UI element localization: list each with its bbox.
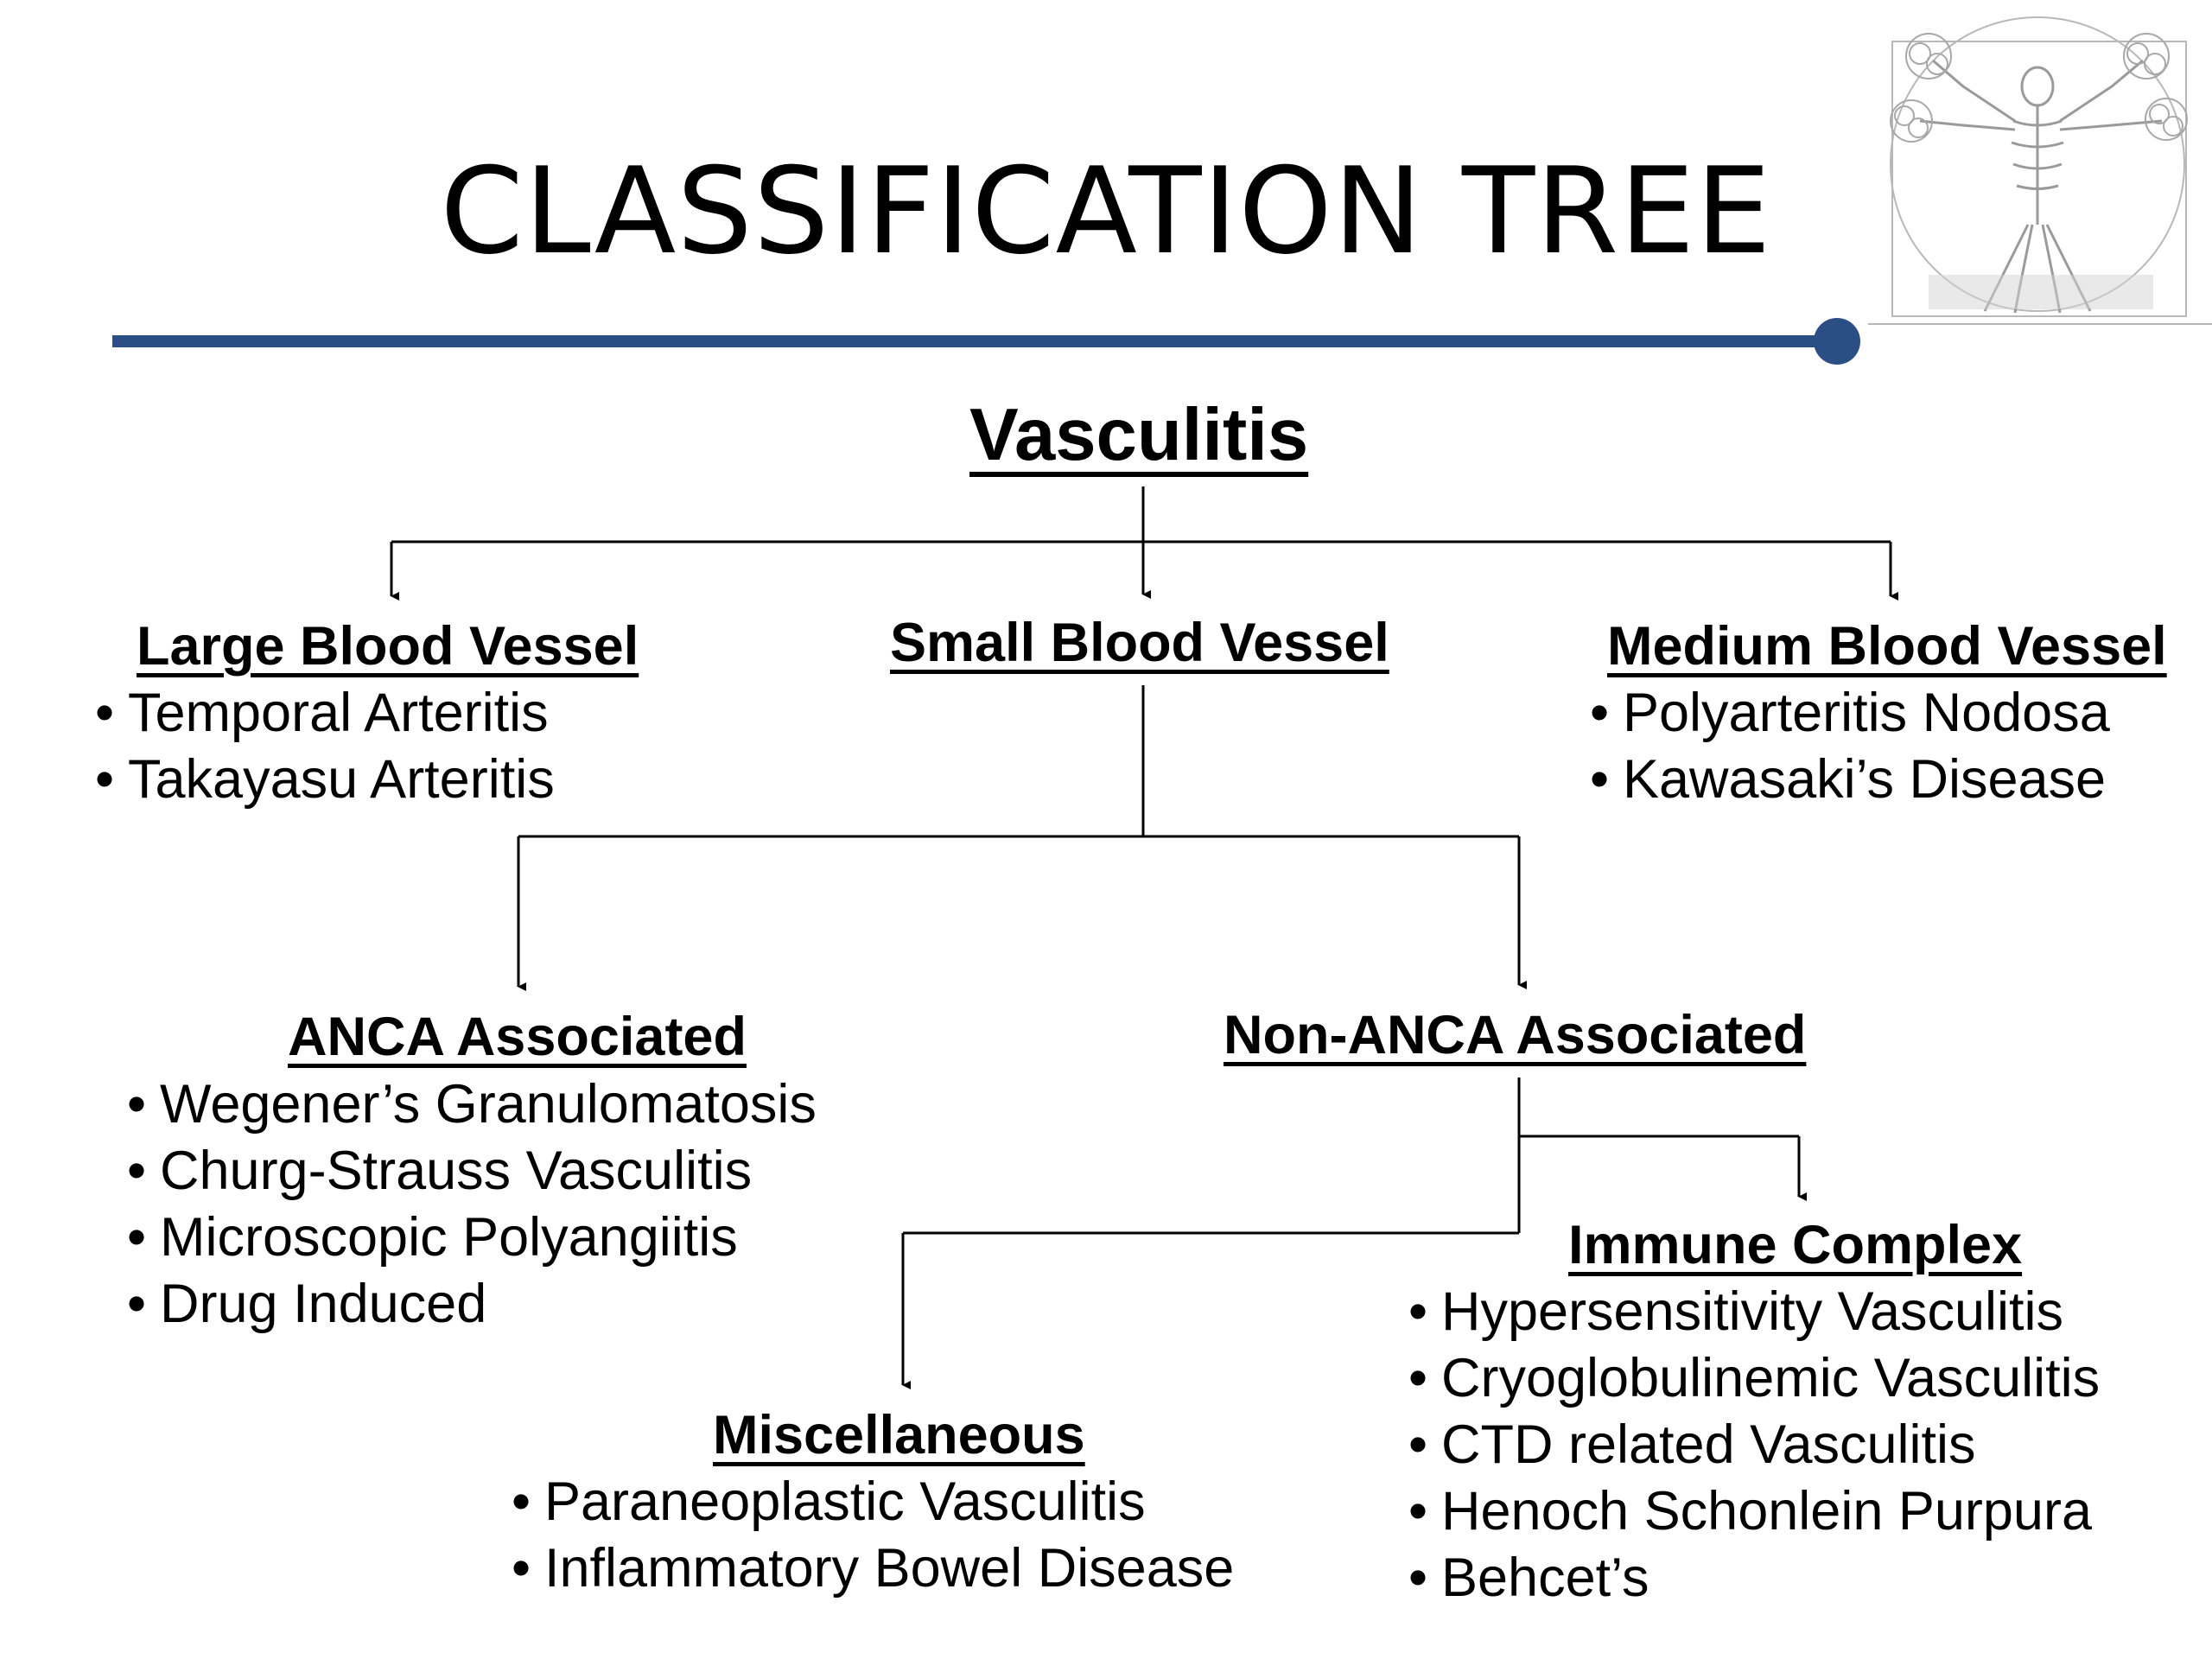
- list-item: Drug Induced: [127, 1271, 817, 1338]
- list-item: Henoch Schonlein Purpura: [1408, 1478, 2100, 1545]
- list-item: Wegener’s Granulomatosis: [127, 1071, 817, 1138]
- divider-end-dot: [1814, 318, 1860, 365]
- list-item: Microscopic Polyangiitis: [127, 1205, 817, 1271]
- page-title: CLASSIFICATION TREE: [440, 142, 1772, 281]
- node-large-blood-vessel: Large Blood Vessel: [137, 616, 639, 677]
- node-miscellaneous: Miscellaneous: [713, 1405, 1085, 1465]
- node-anca-associated: ANCA Associated: [288, 1007, 747, 1067]
- node-medium-blood-vessel: Medium Blood Vessel: [1607, 616, 2167, 677]
- list-item: Cryoglobulinemic Vasculitis: [1408, 1345, 2100, 1412]
- list-item: Hypersensitivity Vasculitis: [1408, 1279, 2100, 1345]
- vitruvian-skeleton-icon: [1868, 16, 2212, 325]
- node-non-anca-associated: Non-ANCA Associated: [1224, 1005, 1807, 1065]
- node-immune-complex: Immune Complex: [1568, 1215, 2023, 1275]
- list-item: Churg-Strauss Vasculitis: [127, 1138, 817, 1205]
- list-item: Temporal Arteritis: [95, 680, 555, 747]
- title-divider: [112, 335, 1832, 347]
- node-vasculitis: Vasculitis: [969, 394, 1309, 476]
- immune-complex-list: Hypersensitivity Vasculitis Cryoglobulin…: [1408, 1279, 2100, 1611]
- list-item: Polyarteritis Nodosa: [1590, 680, 2110, 747]
- large-vessel-list: Temporal Arteritis Takayasu Arteritis: [95, 680, 555, 813]
- node-small-blood-vessel: Small Blood Vessel: [890, 613, 1389, 673]
- anca-list: Wegener’s Granulomatosis Churg-Strauss V…: [127, 1071, 817, 1338]
- list-item: Inflammatory Bowel Disease: [512, 1535, 1234, 1602]
- list-item: Paraneoplastic Vasculitis: [512, 1469, 1234, 1535]
- list-item: Behcet’s: [1408, 1545, 2100, 1611]
- medium-vessel-list: Polyarteritis Nodosa Kawasaki’s Disease: [1590, 680, 2110, 813]
- miscellaneous-list: Paraneoplastic Vasculitis Inflammatory B…: [512, 1469, 1234, 1602]
- list-item: CTD related Vasculitis: [1408, 1412, 2100, 1478]
- list-item: Kawasaki’s Disease: [1590, 747, 2110, 813]
- list-item: Takayasu Arteritis: [95, 747, 555, 813]
